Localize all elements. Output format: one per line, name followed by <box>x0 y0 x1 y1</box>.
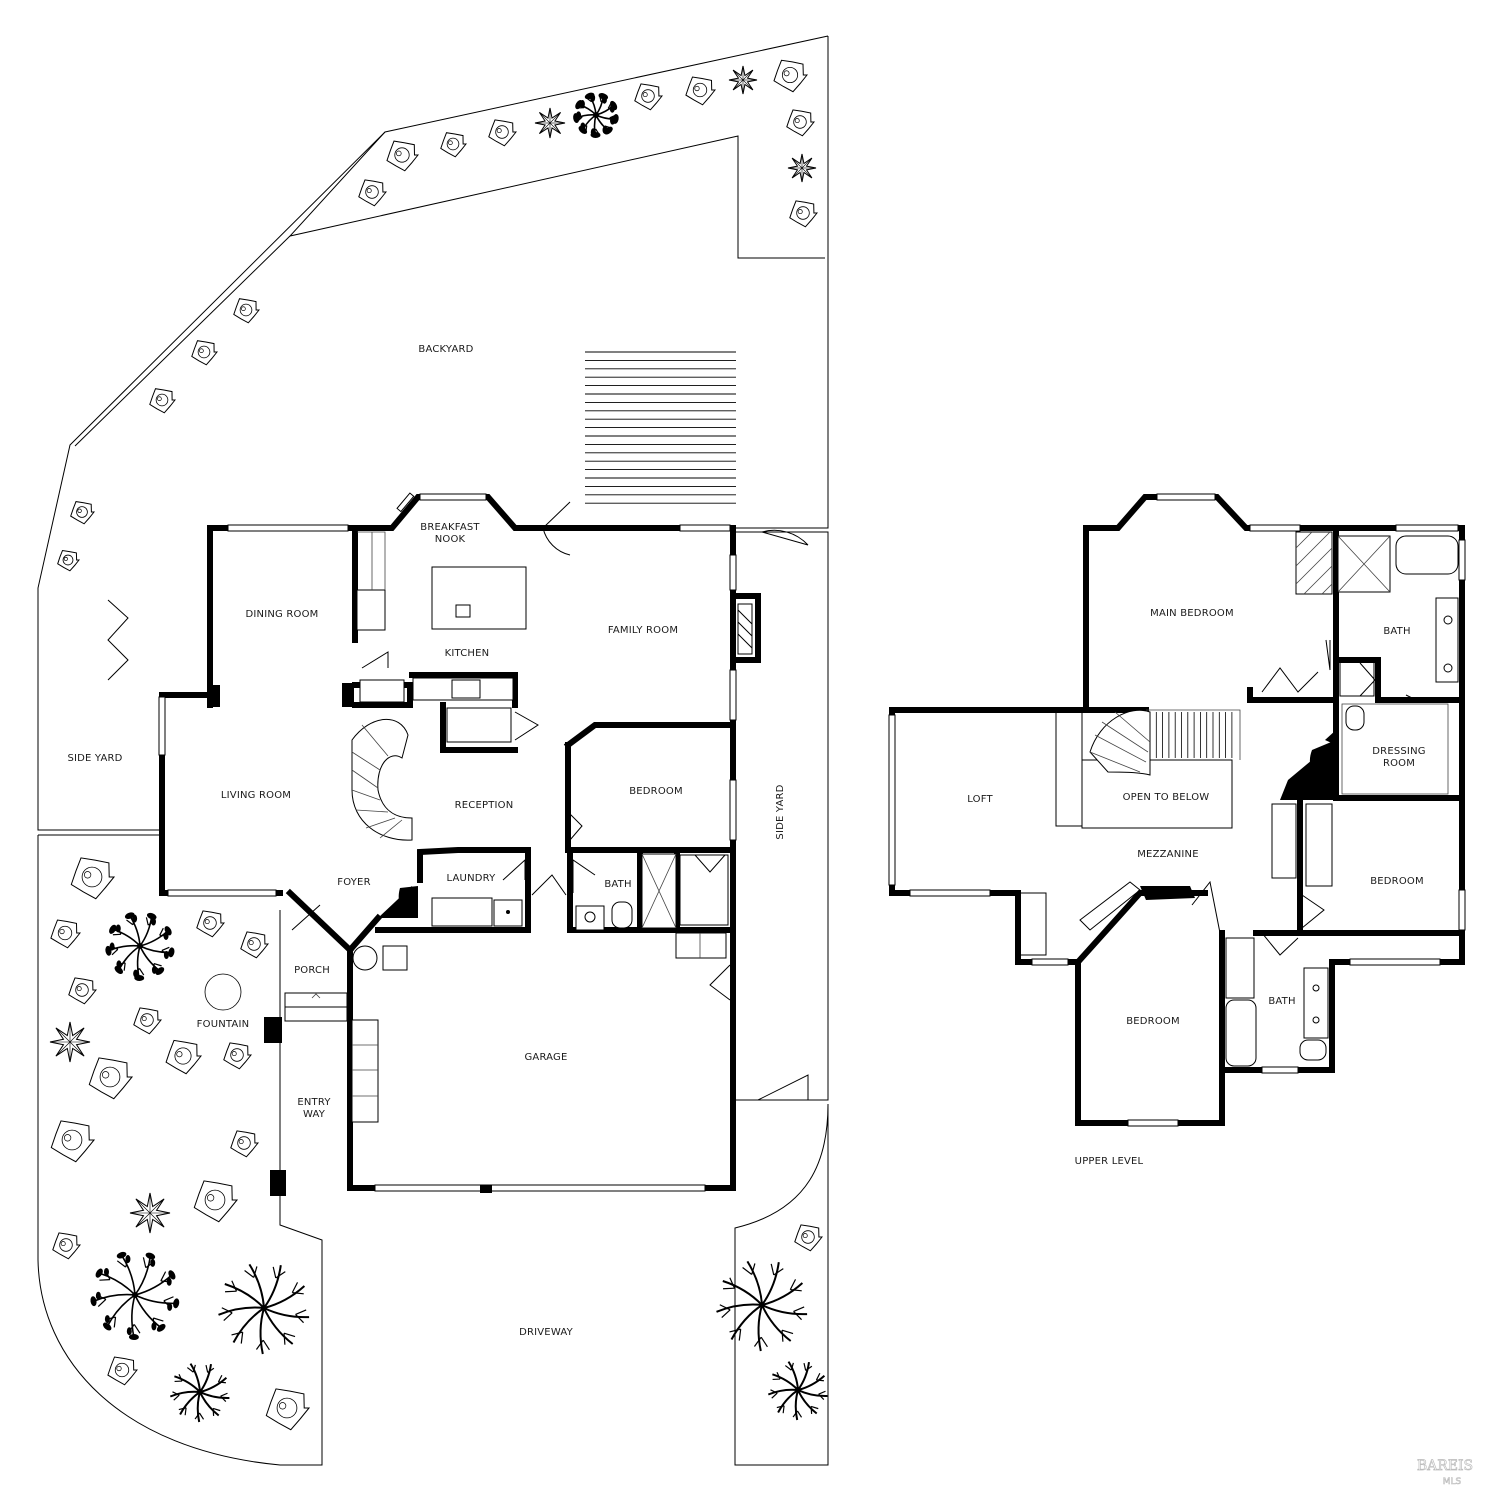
label-breakfast-nook-line2: NOOK <box>435 534 466 545</box>
tree-icon <box>105 912 175 981</box>
tree-icon <box>169 1363 230 1423</box>
shrub-icon <box>196 910 226 938</box>
label-living-room: LIVING ROOM <box>221 790 291 801</box>
tree-icon <box>767 1361 828 1421</box>
shrub-icon <box>223 1042 253 1070</box>
shrub-icon <box>193 1180 239 1223</box>
shrub-icon <box>68 977 98 1005</box>
tree-icon <box>90 1251 180 1341</box>
label-side-yard-east: SIDE YARD <box>775 784 786 839</box>
label-driveway: DRIVEWAY <box>519 1327 574 1338</box>
bareis-mls-logo: BAREIS MLS <box>1417 1458 1474 1488</box>
shrub-icon <box>794 1224 824 1252</box>
shrub-icon <box>488 119 518 147</box>
label-breakfast-nook-line1: BREAKFAST <box>420 522 480 533</box>
tree-icon <box>218 1263 310 1355</box>
shrub-icon <box>386 140 420 172</box>
shrub-icon <box>191 340 219 366</box>
label-bedroom-main-level: BEDROOM <box>629 786 683 797</box>
shrub-icon <box>634 83 664 111</box>
shrub-icon <box>50 919 82 949</box>
label-bath-main-level: BATH <box>604 879 631 890</box>
label-fountain: FOUNTAIN <box>197 1019 250 1030</box>
shrub-icon <box>230 1130 260 1158</box>
palm-icon <box>129 1192 171 1234</box>
palm-icon <box>728 65 758 95</box>
logo-text-line2: MLS <box>1443 1477 1462 1487</box>
label-entry-way-line1: ENTRY <box>297 1097 331 1108</box>
tree-icon <box>716 1260 808 1352</box>
label-bedroom-upper-east: BEDROOM <box>1370 876 1424 887</box>
shrub-icon <box>88 1057 134 1100</box>
label-loft: LOFT <box>967 794 993 805</box>
label-bedroom-upper-south: BEDROOM <box>1126 1016 1180 1027</box>
shrub-icon <box>789 200 819 228</box>
label-dressing-room-line1: DRESSING <box>1372 746 1425 757</box>
shrub-icon <box>50 1120 96 1163</box>
label-family-room: FAMILY ROOM <box>608 625 678 636</box>
logo-text-line1: BAREIS <box>1417 1458 1473 1474</box>
patio-deck <box>585 351 736 504</box>
shrub-icon <box>70 501 96 525</box>
label-laundry: LAUNDRY <box>447 873 497 884</box>
shrub-icon <box>52 1232 82 1260</box>
label-main-bedroom: MAIN BEDROOM <box>1150 608 1234 619</box>
spiral-staircase <box>351 719 413 841</box>
shrub-icon <box>57 549 81 572</box>
shrub-icon <box>786 109 816 137</box>
fountain-basin <box>204 973 242 1011</box>
shrub-icon <box>233 298 261 324</box>
shrub-icon <box>773 59 809 93</box>
landscape-plants <box>49 59 828 1431</box>
palm-icon <box>49 1021 91 1063</box>
label-kitchen: KITCHEN <box>445 648 490 659</box>
shrub-icon <box>149 388 177 414</box>
room-labels: BACKYARD BREAKFAST NOOK DINING ROOM KITC… <box>67 344 1425 1338</box>
label-side-yard-west: SIDE YARD <box>67 753 122 764</box>
label-entry-way-line2: WAY <box>303 1109 326 1120</box>
lot-outlines <box>37 35 829 1466</box>
shrub-icon <box>358 179 388 207</box>
label-foyer: FOYER <box>337 877 370 888</box>
label-garage: GARAGE <box>524 1052 567 1063</box>
shrub-icon <box>70 857 116 900</box>
shrub-icon <box>685 76 717 106</box>
shrub-icon <box>165 1039 203 1075</box>
shrub-icon <box>240 931 270 959</box>
shrub-icon <box>107 1356 139 1386</box>
label-mezzanine: MEZZANINE <box>1137 849 1199 860</box>
upper-staircase <box>1149 712 1233 758</box>
shrub-icon <box>133 1007 163 1035</box>
main-level <box>107 492 809 1196</box>
label-dining-room: DINING ROOM <box>245 609 318 620</box>
label-bath-upper: BATH <box>1268 996 1295 1007</box>
label-dressing-room-line2: ROOM <box>1383 758 1415 769</box>
palm-icon <box>534 107 566 139</box>
shrub-icon <box>440 132 468 158</box>
upper-level <box>888 493 1466 1127</box>
label-bath-main-suite: BATH <box>1383 626 1410 637</box>
label-open-to-below: OPEN TO BELOW <box>1123 792 1210 803</box>
shrub-icon <box>265 1388 311 1431</box>
tree-icon <box>573 92 619 138</box>
label-upper-level: UPPER LEVEL <box>1075 1156 1144 1167</box>
label-porch: PORCH <box>294 965 330 976</box>
label-backyard: BACKYARD <box>418 344 473 355</box>
label-reception: RECEPTION <box>455 800 514 811</box>
palm-icon <box>787 153 817 183</box>
